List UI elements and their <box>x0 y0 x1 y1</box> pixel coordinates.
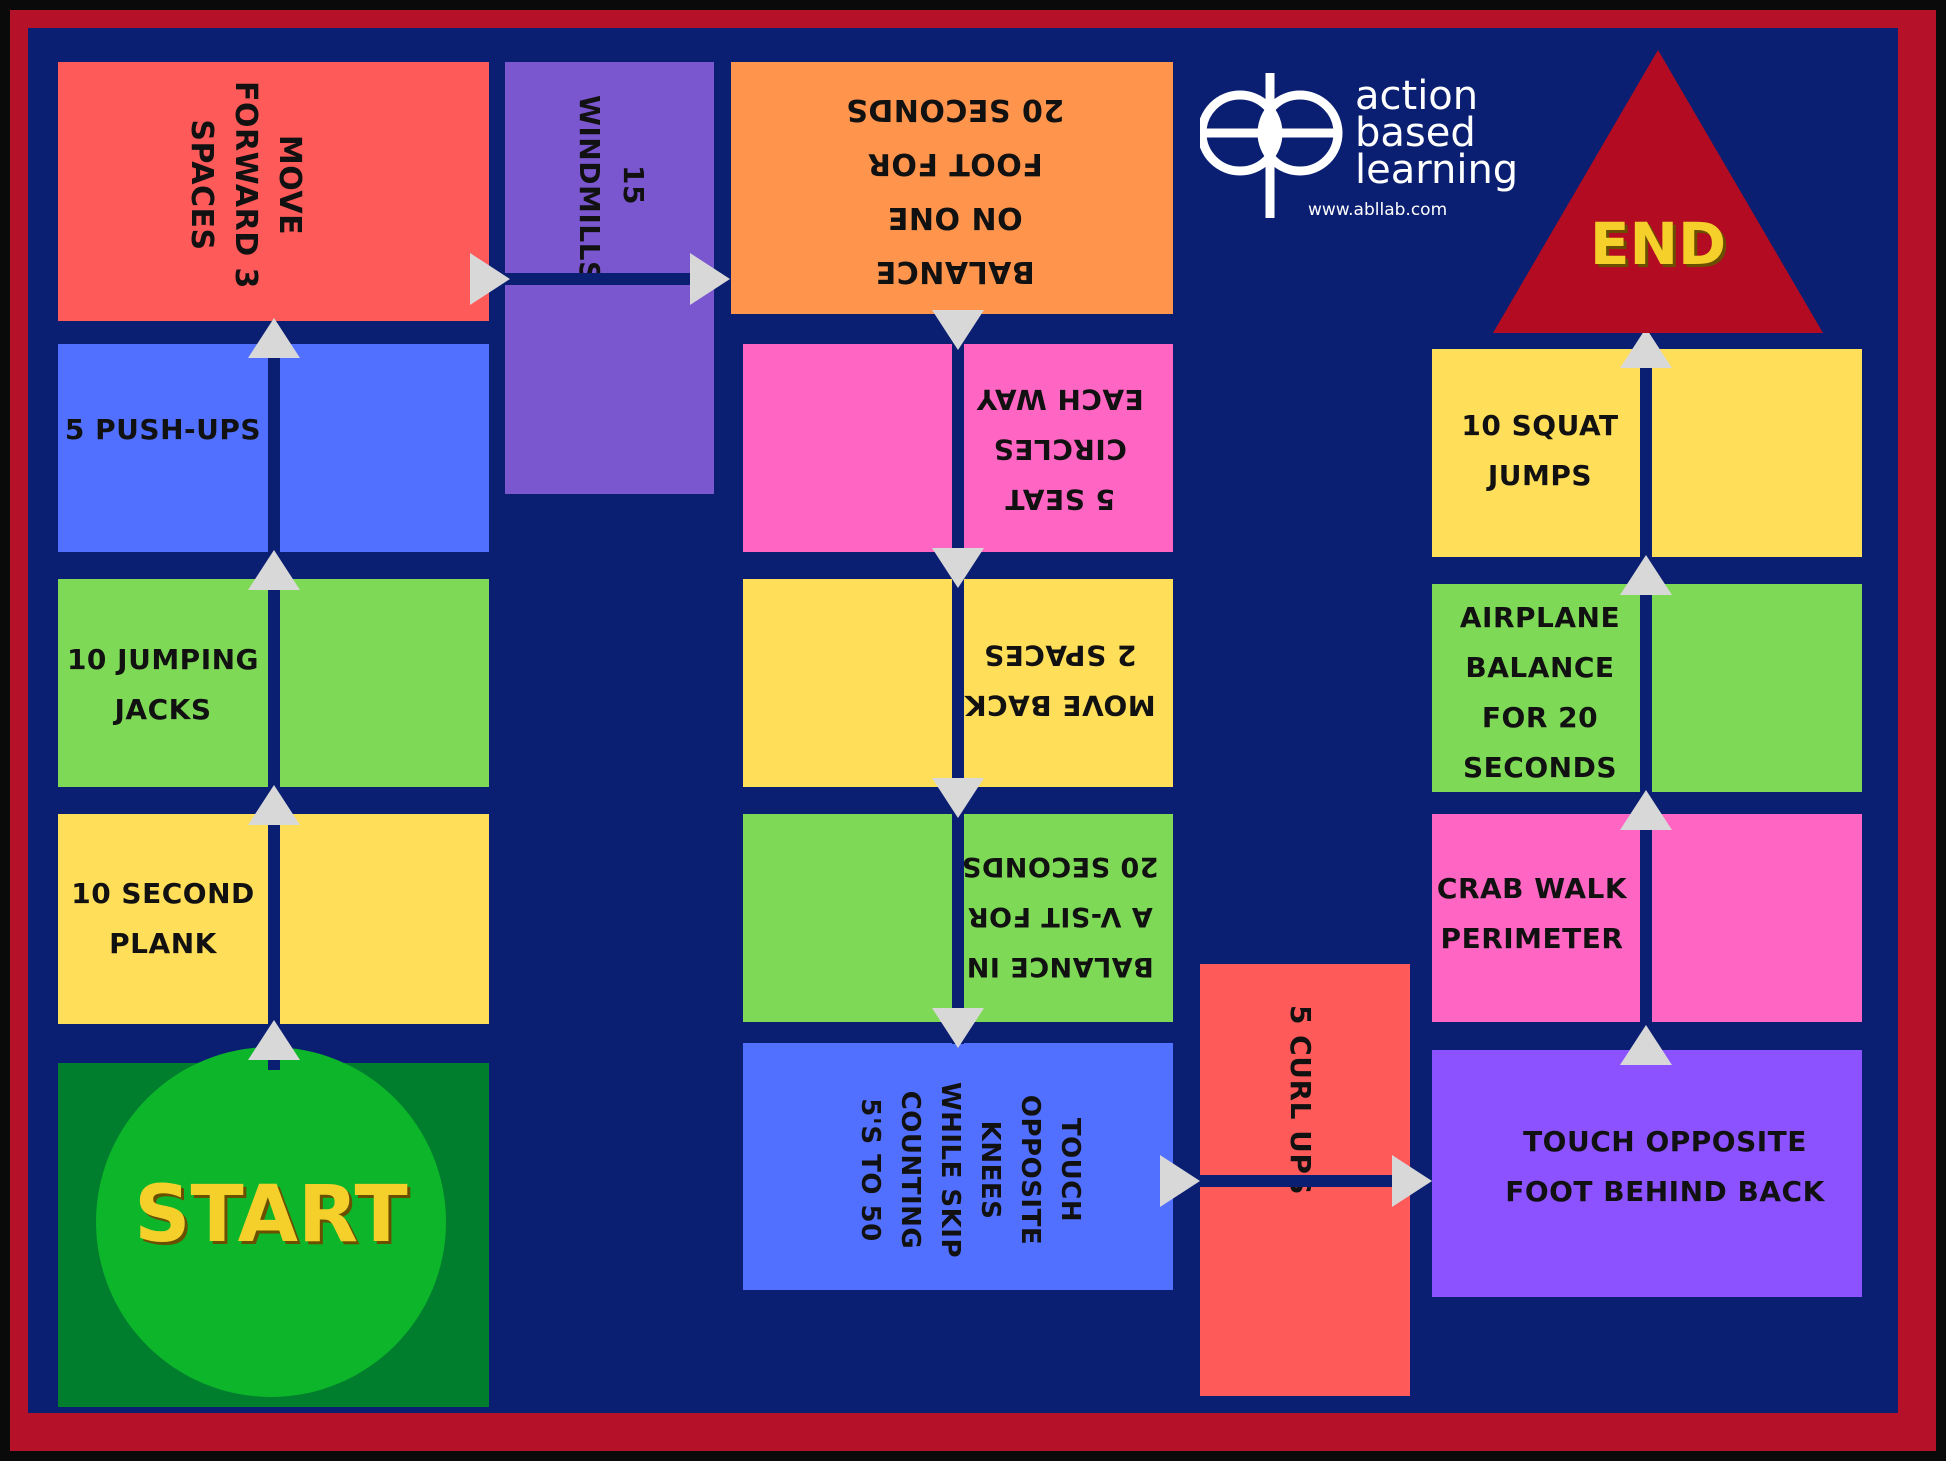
arrow-up-icon <box>248 1020 300 1060</box>
arrow-down-icon <box>932 1008 984 1048</box>
space-label: 10 SECOND PLANK <box>71 877 255 960</box>
arrow-up-icon <box>1620 328 1672 368</box>
end-label: END <box>1589 210 1727 278</box>
space-label: TOUCH OPPOSITE KNEES WHILE SKIP COUNTING… <box>855 1081 1085 1259</box>
logo-line-2: based <box>1355 110 1476 156</box>
space-label: BALANCE ON ONE FOOT FOR 20 SECONDS <box>845 92 1065 289</box>
end-triangle[interactable] <box>1493 50 1823 333</box>
space-label: BALANCE IN A V-SIT FOR 20 SECONDS <box>961 851 1159 982</box>
path-line <box>268 340 280 1070</box>
arrow-down-icon <box>932 548 984 588</box>
arrow-up-icon <box>1620 555 1672 595</box>
logo-line-1: action <box>1355 73 1479 119</box>
space-label: 10 SQUAT JUMPS <box>1461 409 1619 492</box>
space-label: MOVE BACK 2 SPACES <box>964 639 1156 722</box>
logo-line-3: learning <box>1355 147 1519 193</box>
logo-url: www.abllab.com <box>1308 200 1448 220</box>
arrow-right-icon <box>1160 1155 1200 1207</box>
space-label: 5 PUSH-UPS <box>64 413 262 446</box>
arrow-right-icon <box>690 253 730 305</box>
arrow-right-icon <box>470 253 510 305</box>
space-label: MOVE FORWARD 3 SPACES <box>184 81 307 289</box>
space-label: 5 SEAT CIRCLES EACH WAY <box>976 383 1144 516</box>
arrow-up-icon <box>1620 790 1672 830</box>
path-line <box>1640 340 1652 1060</box>
arrow-up-icon <box>248 785 300 825</box>
space-label: 15 WINDMILLS <box>573 95 650 282</box>
arrow-right-icon <box>1392 1155 1432 1207</box>
arrow-up-icon <box>248 318 300 358</box>
logo-text: action based learning <box>1355 73 1519 193</box>
start-circle <box>96 1047 446 1397</box>
space-touch-opposite-foot[interactable] <box>1432 1050 1862 1297</box>
space-move-forward-3[interactable] <box>58 62 489 321</box>
space-touch-opposite-knees[interactable] <box>743 1043 1173 1290</box>
arrow-down-icon <box>932 778 984 818</box>
space-label: 10 JUMPING JACKS <box>66 643 260 726</box>
path-line <box>1180 1175 1430 1187</box>
abl-logo-icon <box>1200 73 1343 218</box>
arrow-up-icon <box>1620 1025 1672 1065</box>
start-label: START <box>134 1170 408 1260</box>
space-label: 5 CURL UPS <box>1284 1004 1317 1196</box>
path-line <box>952 314 964 1044</box>
path-line <box>490 273 730 285</box>
arrow-down-icon <box>932 310 984 350</box>
arrow-up-icon <box>248 550 300 590</box>
space-label: TOUCH OPPOSITE FOOT BEHIND BACK <box>1505 1125 1825 1208</box>
space-label: AIRPLANE BALANCE FOR 20 SECONDS <box>1459 601 1621 784</box>
space-balance-one-foot[interactable] <box>731 62 1173 314</box>
space-label: CRAB WALK PERIMETER <box>1436 872 1628 955</box>
